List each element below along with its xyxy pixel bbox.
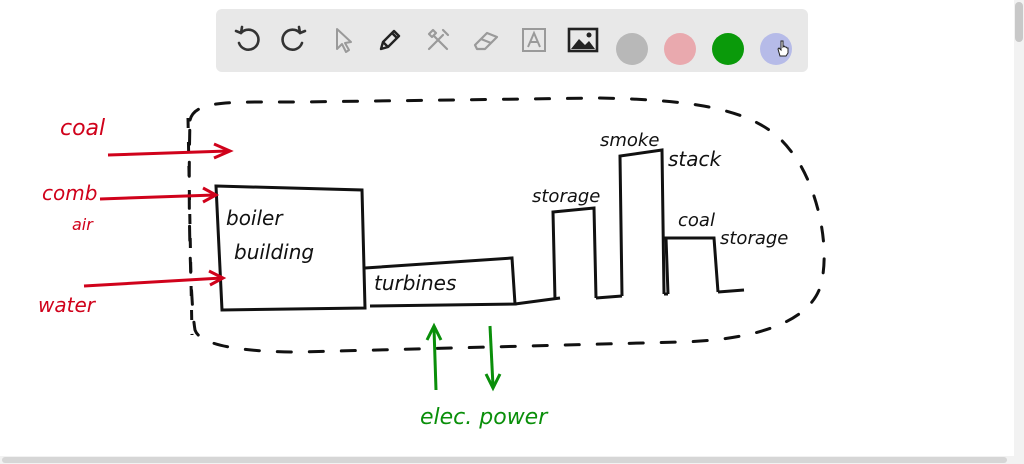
elec-power-down-arrow xyxy=(484,325,502,392)
label-coal-storage-1: coal xyxy=(678,210,715,231)
coal-storage-box xyxy=(664,236,720,295)
vertical-scroll-thumb[interactable] xyxy=(1015,2,1023,42)
horizontal-scroll-thumb[interactable] xyxy=(2,457,1007,463)
color-swatch-pink[interactable] xyxy=(664,33,696,65)
turbines-box xyxy=(364,256,517,308)
horizontal-scrollbar[interactable] xyxy=(0,456,1014,464)
color-swatch-green[interactable] xyxy=(712,33,744,65)
vertical-scrollbar[interactable] xyxy=(1014,0,1024,464)
coal-input-arrow xyxy=(107,142,234,160)
pen-icon[interactable] xyxy=(373,23,407,57)
redo-icon[interactable] xyxy=(277,23,311,57)
whiteboard-canvas[interactable]: coal comb air water boiler building turb… xyxy=(0,0,1014,456)
comb-air-input-arrow xyxy=(99,186,220,204)
undo-icon[interactable] xyxy=(230,23,264,57)
label-storage-left: storage xyxy=(532,186,600,207)
water-input-arrow xyxy=(83,269,227,288)
smoke-stack xyxy=(618,148,666,297)
label-comb-air-1: comb xyxy=(42,181,97,205)
label-water: water xyxy=(38,293,97,317)
text-icon[interactable] xyxy=(517,23,551,57)
storage-silo xyxy=(551,206,598,301)
hand-cursor-icon xyxy=(776,39,790,57)
system-boundary xyxy=(187,96,826,354)
label-building: building xyxy=(234,240,314,264)
image-icon[interactable] xyxy=(566,23,600,57)
tools-icon[interactable] xyxy=(421,23,455,57)
label-coal-storage-2: storage xyxy=(720,228,788,249)
label-elec-power: elec. power xyxy=(420,405,549,430)
boiler-building-box xyxy=(214,184,367,312)
label-coal-input: coal xyxy=(60,116,105,141)
color-swatch-gray[interactable] xyxy=(616,33,648,65)
label-turbines: turbines xyxy=(374,271,456,295)
label-stack: stack xyxy=(668,147,723,171)
eraser-icon[interactable] xyxy=(469,23,503,57)
label-comb-air-2: air xyxy=(72,215,94,234)
label-boiler: boiler xyxy=(226,206,284,230)
drawing-toolbar xyxy=(216,9,808,72)
elec-power-up-arrow xyxy=(425,322,443,391)
select-pointer-icon[interactable] xyxy=(326,23,360,57)
label-smoke: smoke xyxy=(600,130,659,151)
